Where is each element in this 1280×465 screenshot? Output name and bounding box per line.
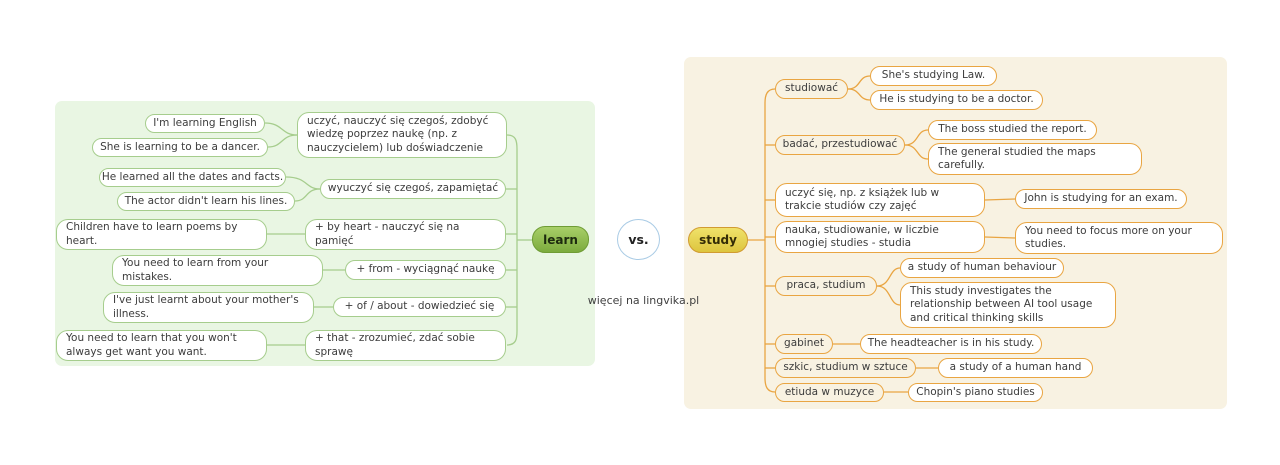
study-sense-box: studiować [775,79,848,99]
study-example-box: He is studying to be a doctor. [870,90,1043,110]
learn-definition-box: + from - wyciągnąć naukę [345,260,506,280]
learn-example-box: I'm learning English [145,114,265,133]
learn-example-box: The actor didn't learn his lines. [117,192,295,211]
study-sense-box: praca, studium [775,276,877,296]
study-sense-box: gabinet [775,334,833,354]
vs-badge: vs. [617,219,660,260]
study-sense-box: etiuda w muzyce [775,383,884,402]
study-example-box: The general studied the maps carefully. [928,143,1142,175]
learn-definition-box: + that - zrozumieć, zdać sobie sprawę [305,330,506,361]
study-sense-box: uczyć się, np. z książek lub w trakcie s… [775,183,985,217]
study-root-node: study [688,227,748,253]
watermark-text: więcej na lingvika.pl [587,294,700,307]
study-example-box: This study investigates the relationship… [900,282,1116,328]
study-sense-box: szkic, studium w sztuce [775,358,916,378]
study-example-box: The boss studied the report. [928,120,1097,140]
learn-example-box: You need to learn from your mistakes. [112,255,323,286]
study-example-box: a study of human behaviour [900,258,1064,278]
study-example-box: She's studying Law. [870,66,997,86]
learn-definition-box: uczyć, nauczyć się czegoś, zdobyć wiedzę… [297,112,507,158]
study-sense-box: badać, przestudiować [775,135,905,155]
study-example-box: You need to focus more on your studies. [1015,222,1223,254]
learn-example-box: Children have to learn poems by heart. [56,219,267,250]
learn-example-box: I've just learnt about your mother's ill… [103,292,314,323]
learn-root-node: learn [532,226,589,253]
learn-example-box: She is learning to be a dancer. [92,138,268,157]
study-example-box: John is studying for an exam. [1015,189,1187,209]
learn-definition-box: wyuczyć się czegoś, zapamiętać [320,179,506,199]
study-example-box: The headteacher is in his study. [860,334,1042,354]
learn-example-box: He learned all the dates and facts. [99,168,286,187]
learn-example-box: You need to learn that you won't always … [56,330,267,361]
learn-definition-box: + by heart - nauczyć się na pamięć [305,219,506,250]
study-example-box: Chopin's piano studies [908,383,1043,402]
learn-definition-box: + of / about - dowiedzieć się [333,297,506,317]
study-example-box: a study of a human hand [938,358,1093,378]
study-sense-box: nauka, studiowanie, w liczbie mnogiej st… [775,221,985,253]
